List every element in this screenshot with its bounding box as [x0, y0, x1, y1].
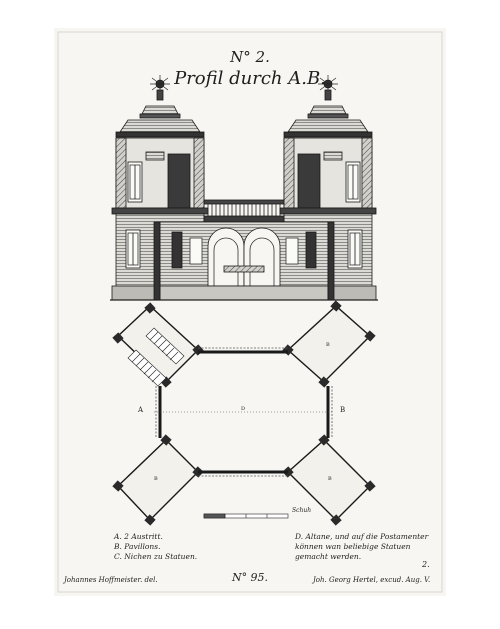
pavilion-label-bottom-right: B	[328, 476, 332, 482]
elevation-profile	[110, 75, 378, 301]
pavilion-bottom-left	[117, 439, 199, 522]
plan-label-a: A	[138, 406, 144, 414]
staircase	[127, 327, 185, 387]
legend-item: A. 2 Austritt.	[114, 532, 163, 541]
legend-item: D. Altane, und auf die Postamenter	[295, 532, 429, 541]
legend-item: C. Nichen zu Statuen.	[114, 552, 198, 561]
plate-title: Profil durch A.B.	[174, 68, 326, 89]
scale-label: Schuh	[292, 507, 312, 514]
pavilion-label-bottom-left: B	[154, 476, 158, 482]
central-gallery	[153, 199, 335, 301]
legend-item: B. Pavillons.	[114, 542, 161, 551]
corner-mark: 2.	[422, 560, 430, 569]
plan-label-d: D	[241, 406, 246, 412]
plate-number: N° 2.	[230, 48, 270, 66]
plan-label-b: B	[340, 406, 346, 414]
pavilion-label-top-right: B	[326, 342, 330, 348]
credit-publisher: Joh. Georg Hertel, excud. Aug. V.	[313, 576, 431, 584]
credit-draughtsman: Johannes Hoffmeister. del.	[64, 576, 158, 584]
legend-right: D. Altane, und auf die Postamenter könne…	[295, 532, 428, 562]
legend-left: A. 2 Austritt. B. Pavillons. C. Nichen z…	[114, 532, 197, 562]
legend-item: gemacht werden.	[295, 552, 362, 561]
credit-plate-number: N° 95.	[231, 571, 269, 584]
scale-bar	[203, 513, 289, 519]
architectural-drawing	[57, 31, 443, 593]
engraving-plate: N° 2. Profil durch A.B. A B D B B B Schu…	[54, 28, 446, 596]
floor-plan	[57, 31, 443, 593]
legend-item: können wan beliebige Statuen	[295, 542, 411, 551]
